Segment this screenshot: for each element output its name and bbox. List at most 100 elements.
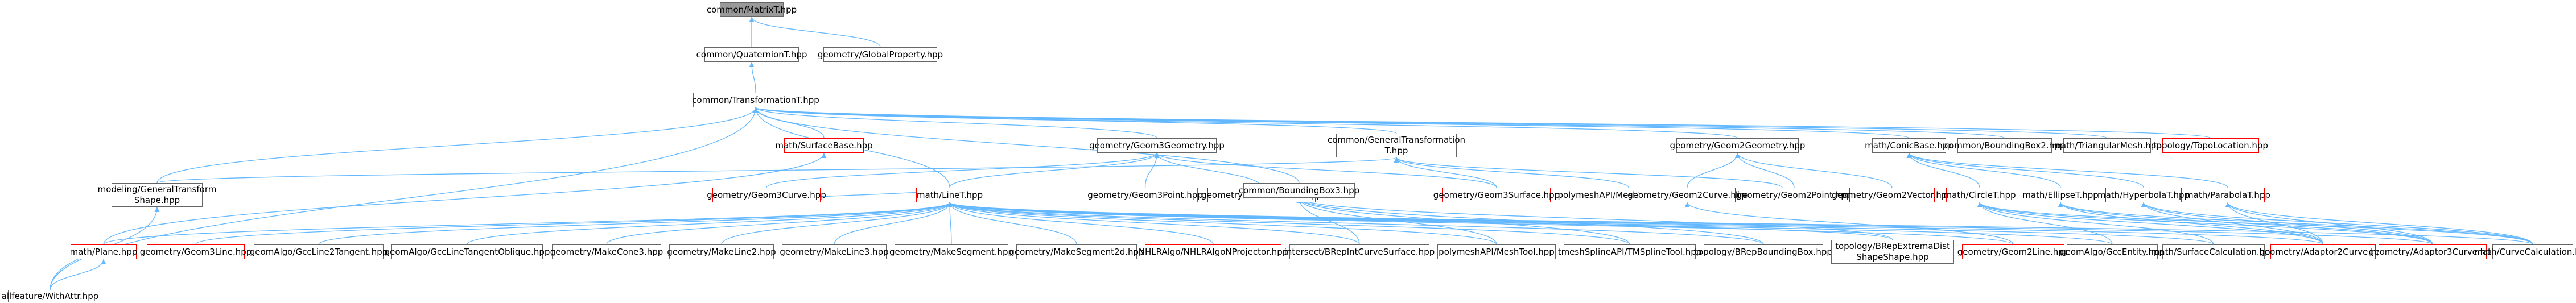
edge-ellipse-to-conic	[1906, 152, 2061, 188]
node-conic[interactable]: math/ConicBase.hpp	[1865, 138, 1953, 153]
edge-g3geom-to-transf	[753, 107, 1157, 139]
edge-g3curve-to-g3geom	[766, 152, 1160, 188]
edge-hyper-to-conic	[1906, 152, 2144, 188]
edge-bbox3-to-transf	[753, 107, 1300, 184]
edge-polytool-to-line	[947, 202, 1497, 245]
edge-parab-to-conic	[1906, 152, 2228, 188]
edge-g3line-to-line	[195, 202, 953, 245]
edge-g3point-to-g3geom	[1144, 152, 1160, 188]
node-transf[interactable]: common/TransformationT.hpp	[692, 93, 819, 107]
edge-extss-to-bbox3	[1296, 197, 1893, 240]
edge-g2point-to-g2geom	[1734, 152, 1795, 188]
node-ellipse[interactable]: math/EllipseT.hpp	[2022, 188, 2099, 202]
edge-topobb-to-bbox3	[1296, 197, 1764, 245]
edge-ad3c-to-hyper	[2141, 202, 2433, 245]
edge-gccobl-to-line	[467, 202, 953, 245]
edge-line-to-g3geom	[949, 152, 1160, 188]
edge-ad2c-to-circle	[1977, 202, 2324, 245]
edge-mcone3-to-line	[606, 202, 953, 245]
node-g2geom[interactable]: geometry/Geom2Geometry.hpp	[1670, 138, 1805, 153]
edge-modgt-to-transf	[156, 107, 759, 184]
edge-g2geom-to-transf	[753, 107, 1738, 139]
edge-polytool-to-bbox3	[1296, 197, 1497, 245]
edge-plane-to-line	[103, 202, 953, 245]
node-mcone3[interactable]: geometry/MakeCone3.hpp	[550, 244, 663, 259]
edge-circle-to-conic	[1906, 152, 1980, 188]
edge-ad2c-to-parab	[2225, 202, 2324, 245]
edge-g2curve-to-g2geom	[1687, 152, 1741, 188]
edge-ad3c-to-ellipse	[2058, 202, 2433, 245]
node-g3geom[interactable]: geometry/Geom3Geometry.hpp	[1089, 138, 1225, 153]
edge-tmeshtool-to-line	[947, 202, 1630, 245]
node-surfbase[interactable]: math/SurfaceBase.hpp	[775, 138, 873, 153]
node-mseg[interactable]: geometry/MakeSegment.hpp	[889, 244, 1013, 259]
edge-g2line-to-g2curve	[1684, 202, 2014, 245]
edge-mseg2d-to-line	[947, 202, 1077, 245]
node-intcs[interactable]: intersect/BRepIntCurveSurface.hpp	[1284, 244, 1435, 259]
node-ad3c[interactable]: geometry/Adaptor3Curve.hpp	[2369, 244, 2496, 259]
edge-ad2c-to-hyper	[2141, 202, 2324, 245]
edge-tmeshtool-to-bbox3	[1296, 197, 1630, 245]
edge-modgt-to-gentransT	[156, 157, 1399, 184]
edge-transf-to-quat	[749, 61, 756, 93]
node-mseg2d[interactable]: geometry/MakeSegment2d.hpp	[1009, 244, 1144, 259]
edge-plane-to-surfbase	[103, 152, 827, 245]
node-topoloc[interactable]: topology/TopoLocation.hpp	[2153, 138, 2268, 153]
node-g3curve[interactable]: geometry/Geom3Curve.hpp	[707, 188, 826, 202]
edge-mline2-to-line	[721, 202, 953, 245]
edge-ad2c-to-ellipse	[2058, 202, 2324, 245]
edge-curvecalc-to-circle	[1977, 202, 2533, 245]
node-polytool[interactable]: polymeshAPI/MeshTool.hpp	[1437, 244, 1556, 259]
edge-curvecalc-to-parab	[2225, 202, 2533, 245]
node-trimesh[interactable]: math/TriangularMesh.hpp	[2052, 138, 2162, 153]
edge-gcctan-to-line	[318, 202, 953, 245]
edge-conic-to-transf	[753, 107, 1910, 139]
node-mline2[interactable]: geometry/MakeLine2.hpp	[667, 244, 776, 259]
edge-g3surf-to-gentransT	[1394, 157, 1497, 188]
edge-g3vec-to-g3geom	[1154, 152, 1262, 188]
node-gccobl[interactable]: geomAlgo/GccLineTangentOblique.hpp	[385, 244, 550, 259]
node-gccent[interactable]: geomAlgo/GccEntity.hpp	[2060, 244, 2165, 259]
node-circle[interactable]: math/CircleT.hpp	[1943, 188, 2016, 202]
edge-curvecalc-to-line	[947, 202, 2533, 245]
node-quat[interactable]: common/QuaternionT.hpp	[696, 47, 807, 62]
edge-g3surf-to-g3geom	[1154, 152, 1497, 188]
node-line[interactable]: math/LineT.hpp	[916, 188, 983, 202]
edge-surfcalc-to-circle	[1977, 202, 2214, 245]
node-g2vec[interactable]: geometry/Geom2Vector.hpp	[1832, 188, 1952, 202]
node-g3point[interactable]: geometry/Geom3Point.hpp	[1087, 188, 1203, 202]
node-tmeshtool[interactable]: tmeshSplineAPI/TMSplineTool.hpp	[1558, 244, 1701, 259]
node-g2line[interactable]: geometry/Geom2Line.hpp	[1957, 244, 2069, 259]
node-hlr[interactable]: NHLRAlgo/NHLRAlgoNProjector.hpp	[1139, 244, 1288, 259]
node-g2point[interactable]: geometry/Geom2Point.hpp	[1737, 188, 1852, 202]
node-surfcalc[interactable]: math/SurfaceCalculation.hpp	[2152, 244, 2276, 259]
edge-ad3c-to-parab	[2225, 202, 2433, 245]
node-topobb[interactable]: topology/BRepBoundingBox.hpp	[1695, 244, 1832, 259]
node-parab[interactable]: math/ParabolaT.hpp	[2185, 188, 2270, 202]
node-plane[interactable]: math/Plane.hpp	[70, 244, 137, 259]
edge-polytrans-to-gentransT	[1394, 157, 1629, 188]
edge-tmeshtrans-to-gentransT	[1394, 157, 1783, 188]
edge-ad3c-to-circle	[1977, 202, 2433, 245]
edge-g2line-to-line	[947, 202, 2014, 245]
edge-mline3-to-line	[834, 202, 953, 245]
node-ad2c[interactable]: geometry/Adaptor2Curve.hpp	[2259, 244, 2387, 259]
node-gcctan[interactable]: geomAlgo/GccLine2Tangent.hpp	[250, 244, 388, 259]
edge-topobb-to-line	[947, 202, 1764, 245]
node-g3line[interactable]: geometry/Geom3Line.hpp	[140, 244, 252, 259]
node-bbox3[interactable]: common/BoundingBox3.hpp	[1239, 183, 1359, 198]
node-globprop[interactable]: geometry/GlobalProperty.hpp	[818, 47, 943, 62]
edge-globprop-to-root	[749, 16, 881, 48]
node-root[interactable]: common/MatrixT.hpp	[707, 2, 797, 17]
edge-allfeat-to-plane	[50, 259, 106, 290]
node-bbox2[interactable]: common/BoundingBox2.hpp	[1944, 138, 2065, 153]
node-hyper[interactable]: math/HyperbolaT.hpp	[2097, 188, 2190, 202]
node-g3surf[interactable]: geometry/Geom3Surface.hpp	[1433, 188, 1560, 202]
node-g2curve[interactable]: geometry/Geom2Curve.hpp	[1627, 188, 1747, 202]
node-curvecalc[interactable]: math/CurveCalculation.hpp	[2474, 244, 2576, 259]
node-mline3[interactable]: geometry/MakeLine3.hpp	[780, 244, 889, 259]
node-allfeat[interactable]: allfeature/WithAttr.hpp	[2, 290, 98, 302]
